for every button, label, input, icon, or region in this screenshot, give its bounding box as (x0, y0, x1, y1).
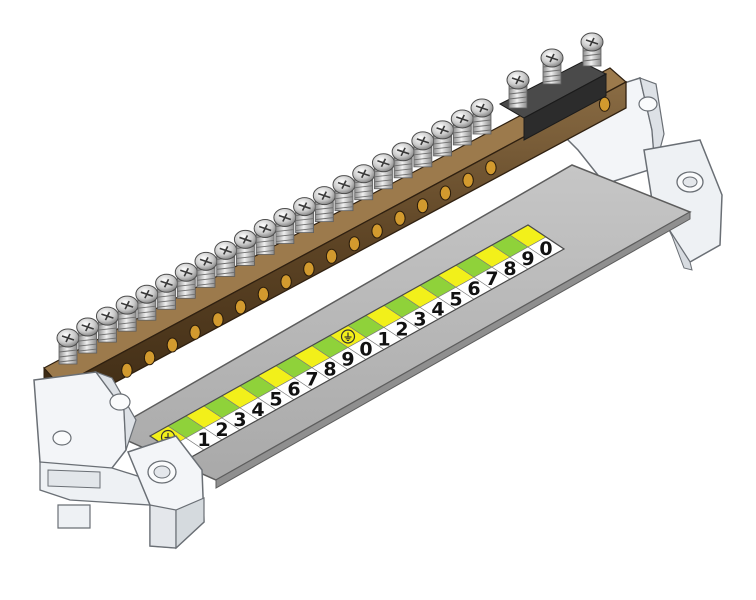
terminal-hole (394, 210, 406, 226)
earth-ground-icon (340, 329, 356, 344)
label-number: 6 (287, 379, 300, 401)
clamp-screw (95, 306, 119, 343)
terminal-hole (303, 261, 315, 277)
terminal-hole (257, 286, 270, 302)
label-number: 1 (197, 429, 210, 451)
clamp-screw (352, 164, 376, 201)
clamp-screw (431, 120, 455, 157)
label-number: 3 (233, 409, 246, 431)
terminal-hole (598, 96, 611, 112)
clamp-screw (411, 131, 435, 168)
label-number: 0 (359, 339, 372, 361)
clamp-screw (174, 262, 198, 299)
terminal-hole (280, 274, 292, 290)
terminal-hole (166, 337, 179, 353)
clamp-screw (506, 70, 530, 109)
clamp-screw (253, 218, 277, 255)
label-number: 8 (323, 359, 336, 381)
clamp-screw (135, 284, 159, 321)
terminal-hole (212, 312, 224, 328)
clamp-screw (450, 109, 474, 146)
label-number: 6 (467, 278, 480, 300)
terminal-hole (189, 324, 201, 340)
terminal-hole (143, 350, 156, 366)
right-mounting-bracket (558, 77, 723, 271)
clamp-screw (391, 142, 415, 179)
terminal-hole (462, 172, 474, 188)
label-number: 4 (251, 399, 264, 421)
left-mounting-bracket (33, 370, 205, 550)
terminal-hole (371, 223, 383, 239)
clamp-screw (470, 98, 494, 135)
clamp-screw (273, 208, 297, 244)
terminal-hole (348, 236, 361, 252)
label-number: 7 (485, 268, 498, 290)
label-number: 1 (377, 329, 390, 351)
terminal-hole (234, 299, 247, 315)
clamp-screw (233, 229, 257, 266)
clamp-screw (76, 317, 100, 354)
clamp-screw (293, 197, 317, 233)
clamp-screw (115, 295, 139, 332)
clamp-screw (540, 48, 564, 85)
terminal-hole (485, 160, 497, 176)
clamp-screw (312, 186, 336, 223)
terminal-hole (121, 362, 133, 378)
label-number: 5 (269, 389, 282, 411)
clamping-screws (56, 32, 604, 365)
label-number: 5 (449, 288, 462, 310)
label-number: 2 (395, 318, 408, 340)
label-number: 9 (341, 349, 354, 371)
label-number: 0 (539, 238, 552, 260)
terminal-hole (416, 198, 429, 214)
label-number: 4 (431, 298, 444, 320)
clamp-screw (155, 273, 179, 310)
clamp-screw (214, 240, 238, 277)
clamp-screw (194, 251, 218, 288)
label-number: 8 (503, 258, 516, 280)
terminal-busbar (43, 61, 628, 414)
label-number: 3 (413, 308, 426, 330)
label-number: 7 (305, 369, 318, 391)
clamp-screw (580, 32, 604, 67)
clamp-screw (56, 328, 80, 365)
clamp-screw (332, 175, 356, 212)
label-number: 2 (215, 419, 228, 441)
terminal-hole (325, 248, 338, 264)
terminal-hole (439, 185, 452, 201)
clamp-screw (371, 153, 395, 190)
label-number: 9 (521, 248, 534, 270)
